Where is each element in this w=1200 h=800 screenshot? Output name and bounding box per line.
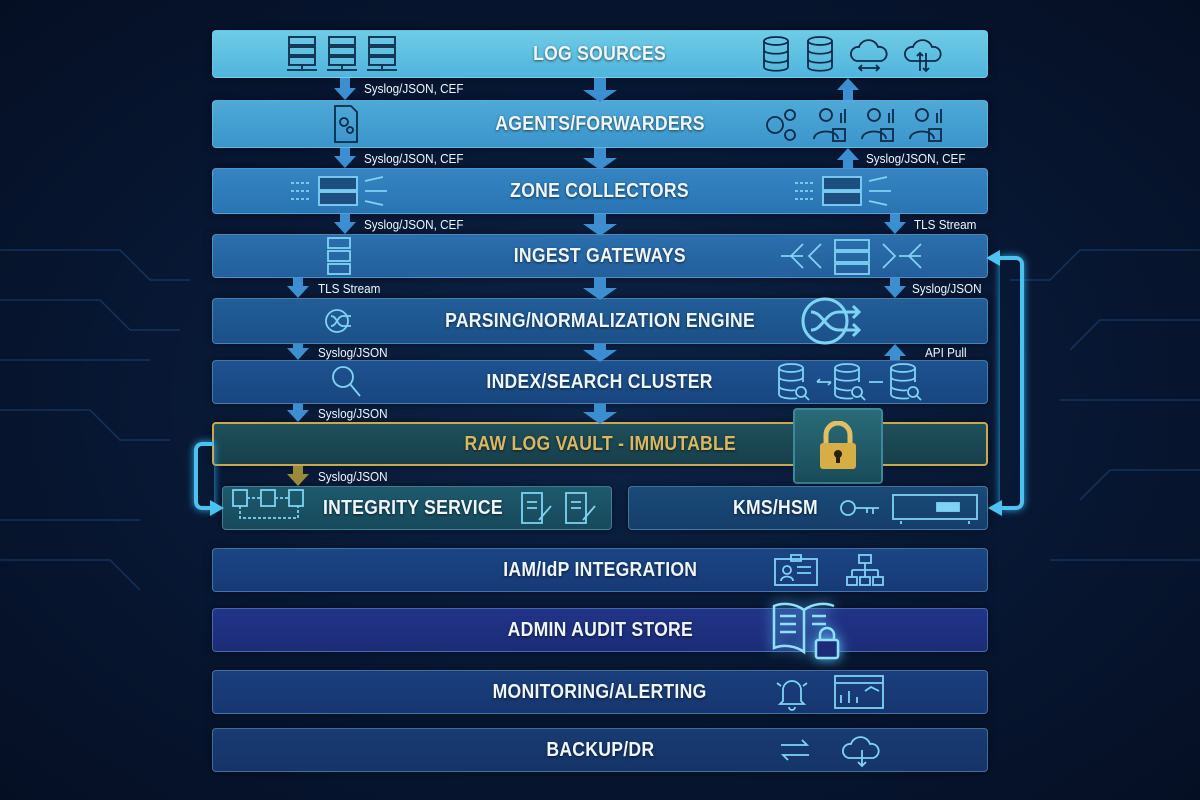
sync-arrows-icon (780, 739, 810, 761)
database-icon (763, 36, 789, 72)
flow-label: API Pull (925, 345, 967, 360)
flow-label: Syslog/JSON (318, 469, 388, 484)
arrow-center-5 (583, 344, 617, 362)
flow-label: TLS Stream (318, 281, 381, 296)
flow-label: Syslog/JSON (318, 406, 388, 421)
bell-icon (776, 680, 808, 711)
arrow-zone-to-agents (837, 148, 859, 168)
collector-server-icon (291, 176, 387, 206)
arrow-center-4 (583, 278, 617, 300)
dashboard-chart-icon (834, 675, 884, 709)
gear-shuffle-icon (325, 309, 351, 333)
server-icon (287, 36, 317, 71)
layer-admin-audit-store[interactable]: ADMIN AUDIT STORE (212, 608, 988, 652)
arrow-center-6 (583, 404, 617, 424)
layer-log-sources[interactable]: LOG SOURCES (212, 30, 988, 78)
arrow-center-3 (583, 214, 617, 236)
connector-arrowhead (986, 250, 1000, 266)
arrow-index-to-vault (287, 404, 309, 422)
flow-label: Syslog/JSON, CEF (364, 81, 464, 96)
connector-arrowhead (988, 500, 1002, 516)
arrow-ingest-to-parsing-right (884, 278, 906, 298)
layer-index-search[interactable]: INDEX/SEARCH CLUSTER (212, 360, 988, 404)
arrow-center-2 (583, 148, 617, 170)
server-icon (327, 36, 357, 71)
layer-ingest-gateways[interactable]: INGEST GATEWAYS (212, 234, 988, 278)
server-icon (367, 36, 397, 71)
arrow-center-1 (583, 78, 617, 102)
layer-kms-hsm[interactable]: KMS/HSM (628, 486, 988, 530)
arrow-vault-to-integrity (287, 466, 309, 486)
user-device-icon (909, 108, 942, 142)
flow-label: Syslog/JSON (318, 345, 388, 360)
layer-iam-idp[interactable]: IAM/IdP INTEGRATION (212, 548, 988, 592)
org-chart-icon (846, 554, 884, 586)
audit-book-lock-icon (770, 600, 844, 667)
flow-label: TLS Stream (914, 217, 977, 232)
cloud-upload-icon (904, 39, 942, 73)
arrow-agents-to-zone (334, 148, 356, 168)
arrow-zone-to-ingest-tls (884, 214, 906, 234)
arrow-zone-to-ingest (334, 214, 356, 234)
arrow-ingest-to-parsing (287, 278, 309, 298)
layer-monitoring-alerting[interactable]: MONITORING/ALERTING (212, 670, 988, 714)
flow-label: Syslog/JSON, CEF (364, 217, 464, 232)
cloud-sync-icon (850, 39, 888, 72)
connector-vault-to-integrity (194, 442, 214, 510)
config-file-icon (334, 105, 358, 143)
layer-integrity-service[interactable]: INTEGRITY SERVICE (222, 486, 612, 530)
arrow-agents-to-sources (837, 78, 859, 100)
gateway-server-icon (327, 237, 351, 275)
signed-document-icon (565, 492, 596, 524)
layer-agents-forwarders[interactable]: AGENTS/FORWARDERS (212, 100, 988, 148)
arrow-sources-to-agents (334, 78, 356, 100)
database-icon (807, 36, 833, 72)
layer-zone-collectors[interactable]: ZONE COLLECTORS (212, 168, 988, 214)
search-icon (332, 366, 361, 397)
arrow-index-to-parsing-api (884, 344, 906, 360)
id-card-icon (774, 554, 818, 586)
layer-parsing-normalization[interactable]: PARSING/NORMALIZATION ENGINE (212, 297, 988, 345)
signed-document-icon (521, 492, 552, 524)
storage-cloud-icons (761, 35, 943, 73)
flow-label: Syslog/JSON, CEF (866, 151, 966, 166)
user-device-icon (861, 108, 894, 142)
user-device-icon (813, 108, 846, 142)
connector-kms-to-ingest (1000, 256, 1024, 510)
database-search-cluster-icon (778, 363, 922, 401)
hash-chain-icon (232, 489, 304, 519)
collector-server-icon (795, 176, 891, 206)
gears-icon (766, 109, 796, 141)
vault-lock-icon (793, 408, 883, 484)
key-icon (840, 500, 879, 516)
server-rack-icons (285, 35, 399, 73)
layer-backup-dr[interactable]: BACKUP/DR (212, 728, 988, 772)
arrow-parsing-to-index (287, 344, 309, 360)
flow-label: Syslog/JSON, CEF (364, 151, 464, 166)
flow-label: Syslog/JSON (912, 281, 982, 296)
load-balancer-icon (781, 239, 922, 275)
connector-arrowhead (210, 500, 224, 516)
hsm-device-icon (892, 494, 978, 524)
gear-shuffle-icon (801, 297, 862, 345)
cloud-download-icon (842, 736, 880, 768)
